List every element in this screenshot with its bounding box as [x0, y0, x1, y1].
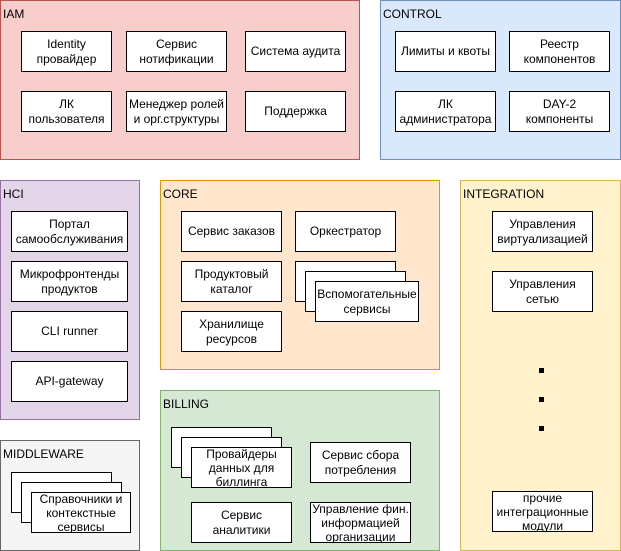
component-network-management[interactable]: Управления сетью	[492, 271, 593, 312]
component-product-microfrontends[interactable]: Микрофронтенды продуктов	[11, 261, 128, 302]
group-middleware: MIDDLEWARE Справочники и контекстные сер…	[0, 440, 140, 551]
component-other-integration-modules[interactable]: прочие интеграционные модули	[492, 491, 593, 532]
component-cli-runner[interactable]: CLI runner	[11, 311, 128, 352]
component-day2-components[interactable]: DAY-2 компоненты	[509, 91, 610, 132]
component-order-service[interactable]: Сервис заказов	[181, 211, 282, 252]
group-label-billing: BILLING	[163, 397, 210, 411]
ellipsis-dot	[539, 397, 544, 402]
component-role-manager[interactable]: Менеджер ролей и орг.структуры	[126, 91, 227, 132]
component-consumption-collection-service[interactable]: Сервис сбора потребления	[310, 442, 411, 483]
component-support[interactable]: Поддержка	[245, 91, 346, 132]
component-product-catalog[interactable]: Продуктовый каталог	[181, 261, 282, 302]
component-orchestrator[interactable]: Оркестратор	[295, 211, 396, 252]
group-label-core: CORE	[163, 187, 198, 201]
component-component-registry[interactable]: Реестр компонентов	[509, 31, 610, 72]
component-audit-system[interactable]: Система аудита	[245, 31, 346, 72]
component-org-financial-info-management[interactable]: Управление фин. информацией организации	[310, 502, 411, 543]
group-label-hci: HCI	[3, 187, 24, 201]
component-virtualization-management[interactable]: Управления виртуализацией	[492, 211, 593, 252]
component-notification-service[interactable]: Сервис нотификации	[126, 31, 227, 72]
component-identity-provider[interactable]: Identity провайдер	[21, 31, 112, 72]
ellipsis-dot	[539, 368, 544, 373]
component-analytics-service[interactable]: Сервис аналитики	[191, 502, 292, 543]
group-integration: INTEGRATION Управления виртуализацией Уп…	[460, 180, 621, 551]
component-limits-quotas[interactable]: Лимиты и квоты	[395, 31, 496, 72]
component-self-service-portal[interactable]: Портал самообслуживания	[11, 211, 128, 252]
group-billing: BILLING Провайдеры данных для биллинга С…	[160, 390, 440, 551]
group-core: CORE Сервис заказов Оркестратор Продукто…	[160, 180, 440, 370]
group-hci: HCI Портал самообслуживания Микрофронтен…	[0, 180, 140, 420]
component-api-gateway[interactable]: API-gateway	[11, 361, 128, 402]
group-control: CONTROL Лимиты и квоты Реестр компоненто…	[380, 0, 621, 160]
component-reference-context-services[interactable]: Справочники и контекстные сервисы	[31, 492, 131, 533]
component-billing-data-providers[interactable]: Провайдеры данных для биллинга	[191, 447, 292, 488]
component-resource-storage[interactable]: Хранилище ресурсов	[181, 311, 282, 352]
ellipsis-dot	[539, 426, 544, 431]
component-auxiliary-services[interactable]: Вспомогательные сервисы	[315, 281, 419, 322]
group-iam: IAM Identity провайдер Сервис нотификаци…	[0, 0, 360, 160]
component-user-account[interactable]: ЛК пользователя	[21, 91, 112, 132]
component-admin-account[interactable]: ЛК администратора	[395, 91, 496, 132]
group-label-middleware: MIDDLEWARE	[3, 447, 84, 461]
group-label-integration: INTEGRATION	[463, 187, 545, 201]
group-label-control: CONTROL	[383, 7, 442, 21]
group-label-iam: IAM	[3, 7, 25, 21]
